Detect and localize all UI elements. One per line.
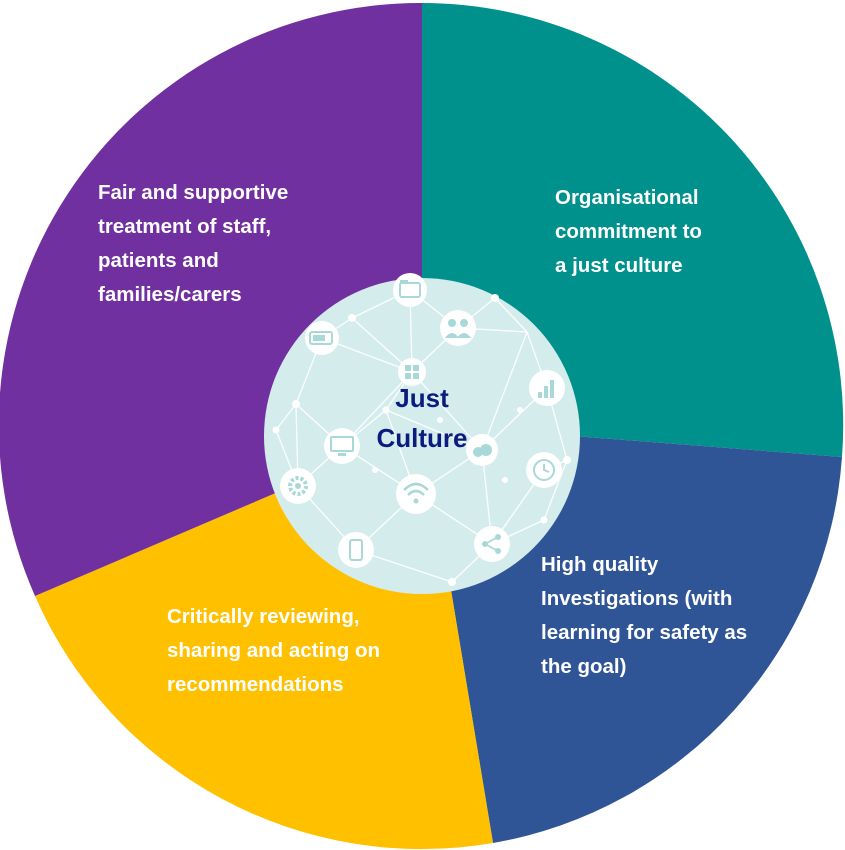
- center-title: Just Culture: [376, 383, 468, 453]
- cloud-icon: [466, 434, 498, 466]
- bar-chart-icon: [529, 370, 565, 406]
- folder-icon: [393, 273, 427, 307]
- wifi-icon: [396, 474, 436, 514]
- segment-label-reviewing: Critically reviewing, sharing and acting…: [167, 605, 380, 696]
- segment-fair: [0, 2, 422, 596]
- segment-label-commitment: Organisational commitment to a just cult…: [555, 186, 702, 277]
- monitor-icon: [324, 428, 360, 464]
- gear-icon: [280, 468, 316, 504]
- battery-icon: [305, 321, 339, 355]
- people-icon: [440, 310, 476, 346]
- clock-icon: [526, 452, 562, 488]
- segment-commitment: [422, 3, 844, 457]
- windows-icon: [398, 358, 426, 386]
- network-nodes: [272, 294, 571, 586]
- segment-label-fair: Fair and supportive treatment of staff, …: [98, 181, 289, 306]
- segment-label-investigations: High quality Investigations (with learni…: [541, 553, 748, 678]
- share-icon: [474, 526, 510, 562]
- center-hub: [264, 278, 580, 594]
- phone-icon: [338, 532, 374, 568]
- segment-investigations: [448, 436, 842, 843]
